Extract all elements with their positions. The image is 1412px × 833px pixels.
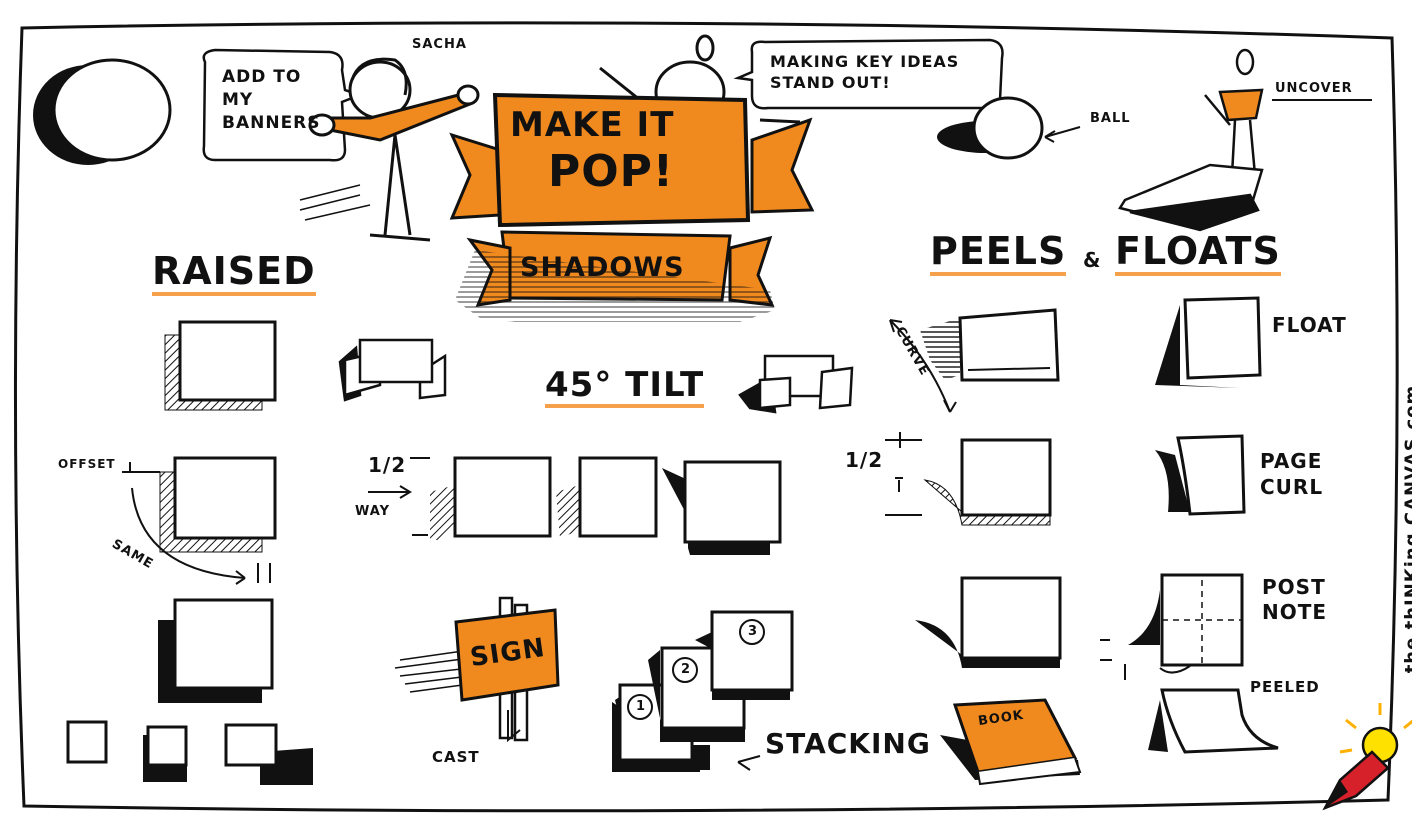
banner-pop: POP! <box>548 150 674 194</box>
speech-key-ideas-text: MAKING KEY IDEAS STAND OUT! <box>770 52 959 94</box>
heading-amp: & <box>1083 250 1101 270</box>
stack-number-1: 1 <box>636 700 646 713</box>
peel-half-box <box>885 432 1050 525</box>
label-offset: OFFSET <box>58 458 116 472</box>
label-stacking: STACKING <box>765 730 931 758</box>
tilt-banner-1 <box>340 340 445 400</box>
label-page-curl: PAGE CURL <box>1260 448 1323 500</box>
raised-box-solid <box>158 600 272 703</box>
raised-small-boxes <box>68 722 313 785</box>
tilt-banner-2 <box>740 356 852 412</box>
speech-banners-text: ADD TO MY BANNERS <box>222 66 321 135</box>
credit-text: the thINKing CANVAS.com <box>1403 385 1412 674</box>
label-cast: CAST <box>432 750 480 765</box>
label-float: FLOAT <box>1272 315 1347 335</box>
banner-shadows: SHADOWS <box>520 254 685 281</box>
raised-box-1 <box>165 322 275 410</box>
lightbulb-icon <box>1340 703 1412 762</box>
stack-number-3: 3 <box>748 625 758 638</box>
label-way: WAY <box>355 505 390 518</box>
label-ball: BALL <box>1090 112 1131 125</box>
label-post-note: POST NOTE <box>1262 575 1327 625</box>
float-box <box>1155 298 1260 388</box>
stack-number-2: 2 <box>681 663 691 676</box>
half-way-boxes <box>368 458 780 555</box>
page-curl-box <box>1155 436 1244 514</box>
post-note-box <box>1100 575 1242 680</box>
label-half: 1/2 <box>845 450 883 470</box>
label-peeled: PEELED <box>1250 680 1320 695</box>
peel-solid-box <box>915 578 1060 668</box>
heading-tilt: 45° TILT <box>545 368 704 408</box>
label-uncover: UNCOVER <box>1275 82 1353 95</box>
heading-floats: FLOATS <box>1115 232 1281 276</box>
shadow-circle-icon <box>33 60 170 165</box>
uncover-figure-icon <box>1120 50 1262 230</box>
heading-peels: PEELS <box>930 232 1066 276</box>
banner-make-it: MAKE IT <box>510 108 674 142</box>
peeled-box <box>1148 690 1278 752</box>
label-half-way: 1/2 <box>368 455 406 475</box>
heading-raised: RAISED <box>152 252 316 296</box>
label-sacha: SACHA <box>412 38 467 51</box>
